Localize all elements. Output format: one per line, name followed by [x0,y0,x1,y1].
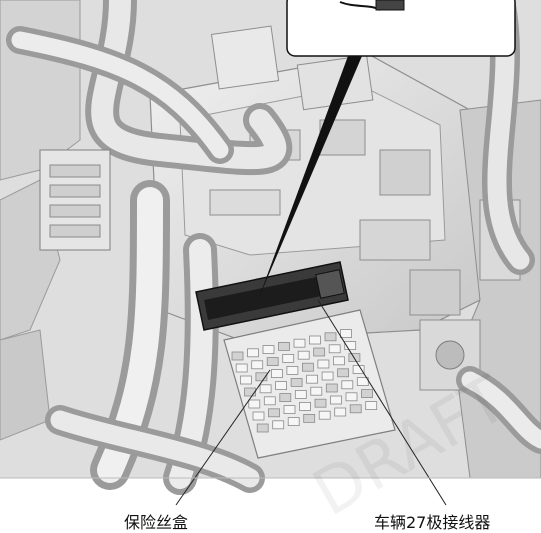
fuse-slot [294,389,307,399]
vehicle-27-pin-connector [195,261,349,331]
fuse-slot [239,375,252,385]
callout-pointer [258,56,362,300]
fuse-slot [334,407,347,417]
fuse-slot [301,362,314,372]
fuse-slot [275,381,288,391]
fuse-slot [286,365,299,375]
fuse-slot [330,395,342,405]
left-connector-block [39,149,111,251]
fuse-slot [263,396,276,406]
fuse-slot [340,329,352,339]
fuse-slot [337,368,350,378]
fuse-slot [262,345,275,355]
fuse-slot [297,350,310,360]
fuse-slot [309,335,321,345]
fuse-slot [266,357,279,367]
fuse-slot [290,377,303,387]
fuse-slot [306,374,319,384]
fuse-slot [256,423,269,433]
fuse-slot [251,360,264,370]
fuse-grid [231,329,378,433]
fuse-slot [287,417,300,427]
fuse-slot [247,348,259,358]
connector-label: 车辆27极接线器 [374,513,491,532]
fuse-slot [349,404,362,414]
fuse-box-leader-line [175,369,271,506]
fuse-slot [365,401,378,411]
fuse-slot [352,365,365,375]
fuse-slot [318,410,331,420]
fuse-slot [255,372,268,382]
fuse-slot [283,405,296,415]
fuse-slot [282,353,295,363]
fuse-box-label: 保险丝盒 [124,513,189,532]
fuse-slot [341,380,354,390]
fuse-slot [314,398,327,408]
fuse-slot [361,389,373,399]
fuse-slot [259,384,272,394]
callout-box [286,0,516,57]
fuse-slot [252,411,265,421]
fuse-slot [248,399,261,409]
fuse-slot [268,408,280,418]
fuse-slot [344,341,357,351]
fuse-slot [279,393,292,403]
hoses [6,0,541,495]
fuse-slot [235,363,248,373]
fuse-slot [293,338,306,348]
fuse-slot [278,341,290,351]
fuse-slot [313,347,326,357]
fuse-slot [345,392,358,402]
fuse-slot [317,359,330,369]
fuse-slot [332,356,345,366]
fuse-slot [270,369,283,379]
fuse-slot [303,413,316,423]
fuse-slot [321,371,334,381]
connector-leader-line [317,299,447,506]
fuse-slot [324,332,337,342]
fuse-slot [356,377,369,387]
fuse-slot [272,420,285,430]
fuse-slot [231,351,244,361]
fuse-slot [328,344,341,354]
fuse-slot [244,387,257,397]
fuse-slot [299,401,311,411]
fuse-slot [310,386,323,396]
fuse-slot [325,383,338,393]
